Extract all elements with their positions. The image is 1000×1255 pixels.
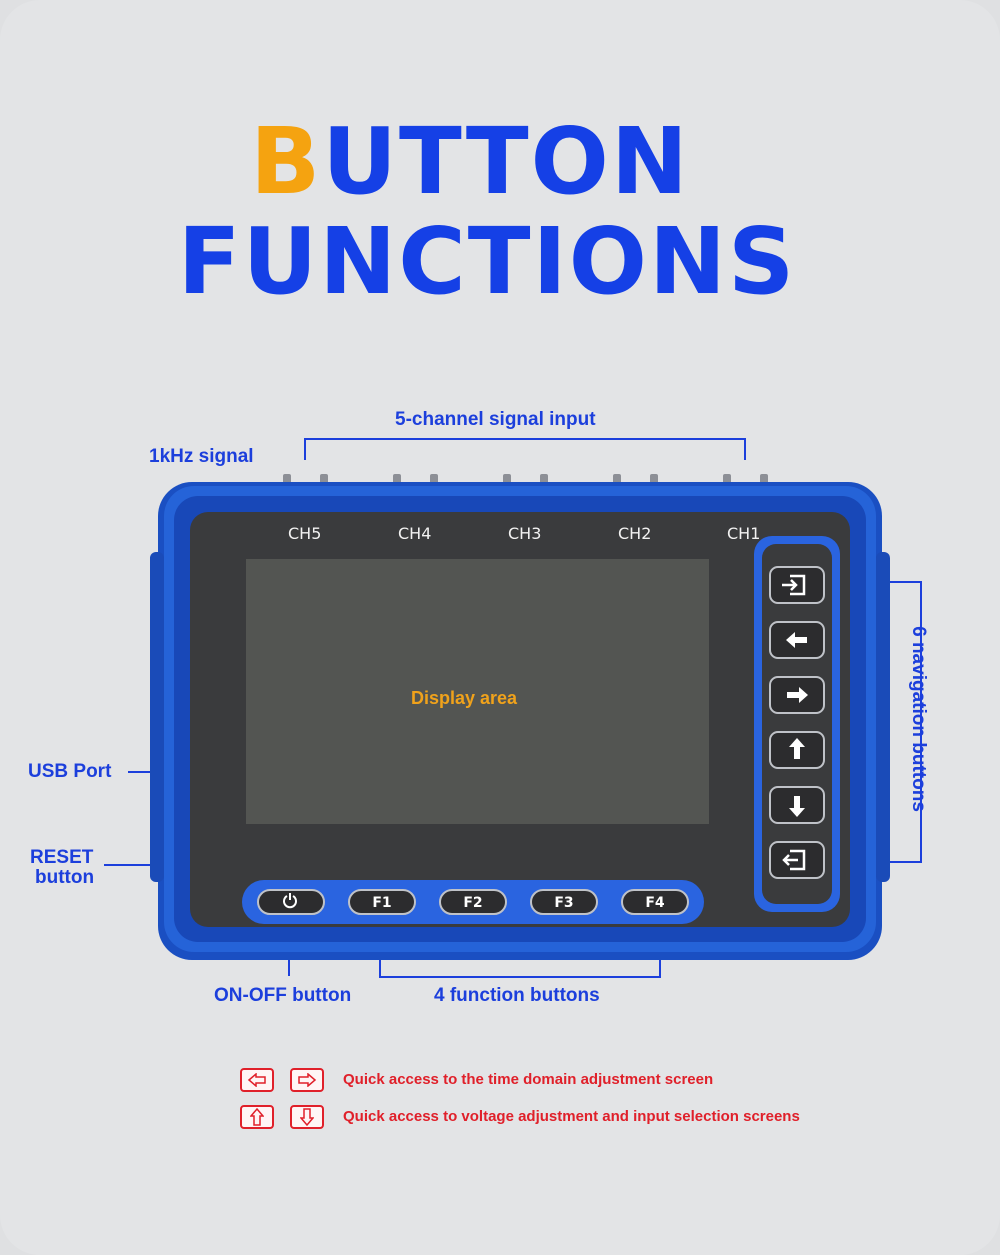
signal-input-label: 5-channel signal input (395, 409, 596, 430)
f4-button[interactable]: F4 (621, 889, 689, 915)
legend-up-key (240, 1105, 274, 1129)
title-accent-letter: B (250, 108, 323, 215)
f2-label: F2 (463, 895, 482, 911)
display-area-label: Display area (411, 688, 518, 708)
legend-down-key (290, 1105, 324, 1129)
reset-label-line1: RESET (30, 847, 94, 868)
exit-icon (782, 849, 806, 871)
function-bracket-left (379, 958, 381, 978)
nav-enter-button[interactable] (769, 566, 825, 604)
reset-label-line2: button (35, 867, 95, 888)
signal-input-bracket-left (304, 438, 306, 460)
usb-port-label: USB Port (28, 761, 112, 782)
f3-label: F3 (554, 895, 573, 911)
nav-bracket-bottom (889, 861, 922, 863)
page-title-line1: BUTTON (0, 108, 970, 215)
oscilloscope-device: CH5 CH4 CH3 CH2 CH1 Display area (150, 474, 890, 960)
legend-time-domain-text: Quick access to the time domain adjustme… (343, 1071, 714, 1088)
channel-label-ch1: CH1 (727, 524, 760, 543)
title-line1-rest: UTTON (322, 108, 690, 215)
legend-voltage-text: Quick access to voltage adjustment and i… (343, 1108, 800, 1125)
signal-input-bracket-right (744, 438, 746, 460)
arrow-right-icon (787, 687, 808, 703)
legend-left-key (240, 1068, 274, 1092)
arrow-up-outline-icon (250, 1108, 264, 1126)
function-bracket-bottom (379, 976, 661, 978)
nav-exit-button[interactable] (769, 841, 825, 879)
navigation-buttons-label: 6 navigation buttons (907, 626, 929, 812)
function-buttons-label: 4 function buttons (434, 985, 600, 1006)
channel-label-ch3: CH3 (508, 524, 541, 543)
nav-left-button[interactable] (769, 621, 825, 659)
arrow-down-icon (789, 796, 805, 817)
nav-right-button[interactable] (769, 676, 825, 714)
power-button[interactable] (257, 889, 325, 915)
side-ribs (150, 552, 890, 882)
nav-up-button[interactable] (769, 731, 825, 769)
arrow-right-outline-icon (298, 1073, 317, 1087)
f2-button[interactable]: F2 (439, 889, 507, 915)
f1-label: F1 (372, 895, 391, 911)
page-title-line2: FUNCTIONS (177, 208, 797, 315)
channel-label-ch4: CH4 (398, 524, 431, 543)
channel-label-ch5: CH5 (288, 524, 321, 543)
display-screen (246, 559, 709, 824)
arrow-left-icon (786, 632, 807, 648)
arrow-left-outline-icon (247, 1073, 266, 1087)
signal-input-bracket-top (304, 438, 746, 440)
enter-icon (782, 574, 806, 596)
legend-right-key (290, 1068, 324, 1092)
arrow-up-icon (789, 738, 805, 759)
nav-bracket-top (889, 581, 922, 583)
channel-label-ch2: CH2 (618, 524, 651, 543)
f3-button[interactable]: F3 (530, 889, 598, 915)
reset-line (104, 864, 158, 866)
usb-port-line (128, 771, 158, 773)
nav-down-button[interactable] (769, 786, 825, 824)
function-bracket-right (659, 958, 661, 978)
f1-button[interactable]: F1 (348, 889, 416, 915)
khz-signal-label: 1kHz signal (149, 446, 254, 467)
arrow-down-outline-icon (300, 1108, 314, 1126)
on-off-label: ON-OFF button (214, 985, 352, 1006)
f4-label: F4 (645, 895, 665, 911)
power-icon (283, 893, 297, 909)
on-off-line (288, 960, 290, 976)
nav-bracket-side (920, 581, 922, 863)
